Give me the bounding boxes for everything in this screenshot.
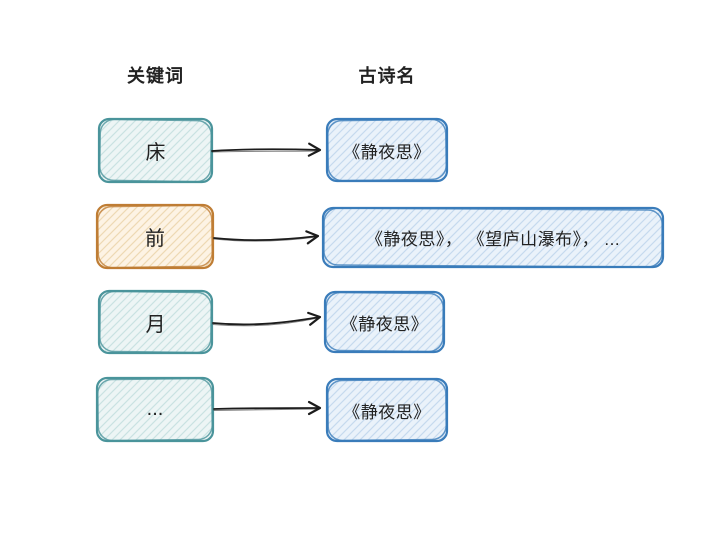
keyword-label-4: ...: [146, 398, 164, 420]
keyword-label-3: 月: [145, 313, 166, 336]
poem-box-2-wide: [321, 206, 665, 269]
poem-label-2: 《静夜思》， 《望庐山瀑布》， ...: [365, 230, 621, 249]
poem-box-3: [323, 290, 446, 354]
mapping-arrow-2: [213, 230, 320, 245]
poem-label-1: 《静夜思》: [343, 142, 431, 162]
poem-box-1: [325, 117, 449, 183]
poem-box-4: [325, 377, 449, 443]
poem-label-3: 《静夜思》: [340, 314, 429, 334]
poem-label-4: 《静夜思》: [343, 402, 431, 422]
mapping-arrow-1: [211, 142, 322, 157]
keyword-box-2-highlighted: [95, 203, 215, 270]
mapping-arrow-4: [213, 400, 322, 416]
keyword-box-3: [97, 289, 214, 355]
keyword-label-1: 床: [145, 142, 166, 164]
keyword-box-4: [95, 376, 215, 443]
keyword-label-2: 前: [145, 228, 165, 250]
mapping-arrow-3: [212, 311, 322, 327]
column-header-keywords: 关键词: [127, 66, 184, 86]
column-header-poems: 古诗名: [358, 66, 416, 86]
